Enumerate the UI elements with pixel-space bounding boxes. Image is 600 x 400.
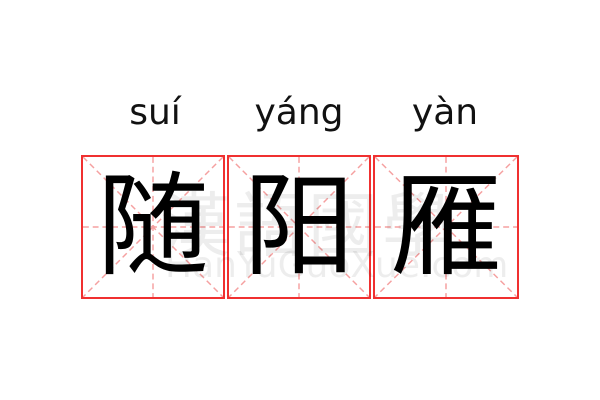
guide-lines	[375, 157, 517, 297]
hanzi-2: 阳	[243, 162, 355, 292]
pinyin-3: yàn	[411, 92, 479, 133]
pinyin-2: yáng	[254, 92, 344, 133]
grid-cell-1: 随	[81, 155, 225, 299]
pinyin-1: suí	[129, 92, 181, 133]
grid-cell-3: 雁	[373, 155, 519, 299]
grid-cell-2: 阳	[227, 155, 371, 299]
hanzi-3: 雁	[390, 162, 502, 292]
guide-lines	[83, 157, 223, 297]
hanzi-1: 随	[97, 162, 209, 292]
character-grid: 随 阳 雁	[81, 155, 519, 299]
guide-lines	[229, 157, 369, 297]
